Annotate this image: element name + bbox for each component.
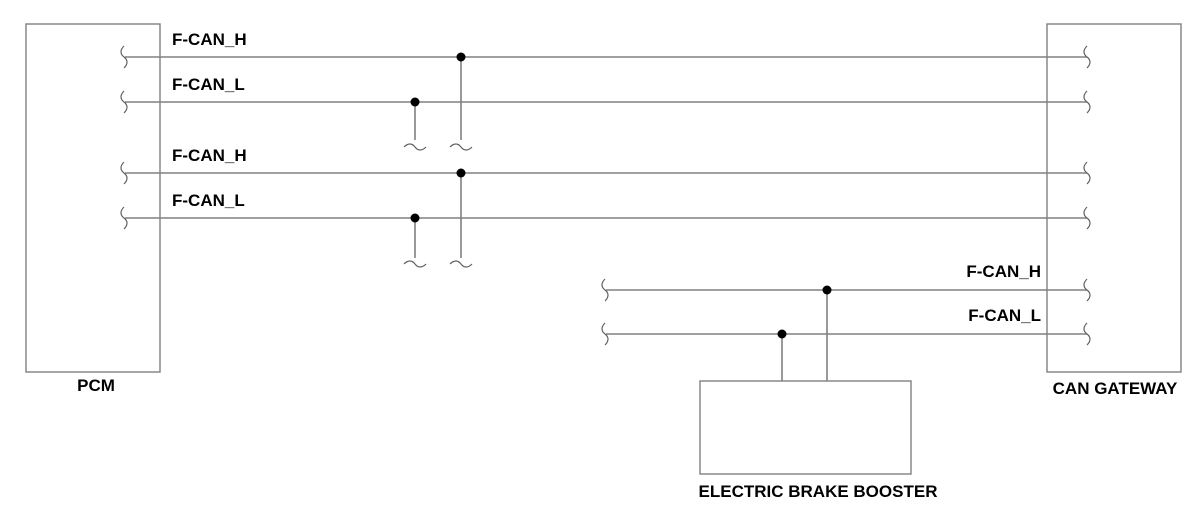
bus3-high-splice [822, 285, 832, 295]
pcm-bus1-low-terminal [120, 90, 128, 114]
bus3-low-splice [777, 329, 787, 339]
gw-bus1-low-terminal [1083, 90, 1091, 114]
bus2-high-splice [456, 168, 466, 178]
pcm-label: PCM [77, 376, 115, 395]
bus1-high-label: F-CAN_H [172, 30, 247, 49]
bus2-low-splice [410, 213, 420, 223]
pcm-bus2-high-terminal [120, 161, 128, 185]
bus2-high-branch-break [449, 260, 473, 268]
bus1-high-branch-break [449, 143, 473, 151]
gw-bus2-low-terminal [1083, 206, 1091, 230]
bus2-low-branch-break [403, 260, 427, 268]
can-gateway-label: CAN GATEWAY [1053, 379, 1178, 398]
bus3-high-left-terminal [601, 278, 609, 302]
can-gateway-box [1046, 23, 1182, 373]
pcm-bus1-high-terminal [120, 45, 128, 69]
bus1-high-splice [456, 52, 466, 62]
bus3-low-label: F-CAN_L [968, 306, 1041, 325]
bus2-low-label: F-CAN_L [172, 191, 245, 210]
bus1-low-label: F-CAN_L [172, 75, 245, 94]
bus3-high-label: F-CAN_H [966, 262, 1041, 281]
gw-bus1-high-terminal [1083, 45, 1091, 69]
bus1-low-splice [410, 97, 420, 107]
gw-bus3-high-terminal [1083, 278, 1091, 302]
bus3-low-left-terminal [601, 322, 609, 346]
pcm-box [25, 23, 161, 373]
brake-booster-label: ELECTRIC BRAKE BOOSTER [699, 482, 938, 501]
gw-bus3-low-terminal [1083, 322, 1091, 346]
pcm-bus2-low-terminal [120, 206, 128, 230]
gw-bus2-high-terminal [1083, 161, 1091, 185]
bus2-high-label: F-CAN_H [172, 146, 247, 165]
brake-booster-box [699, 380, 912, 475]
bus1-low-branch-break [403, 143, 427, 151]
